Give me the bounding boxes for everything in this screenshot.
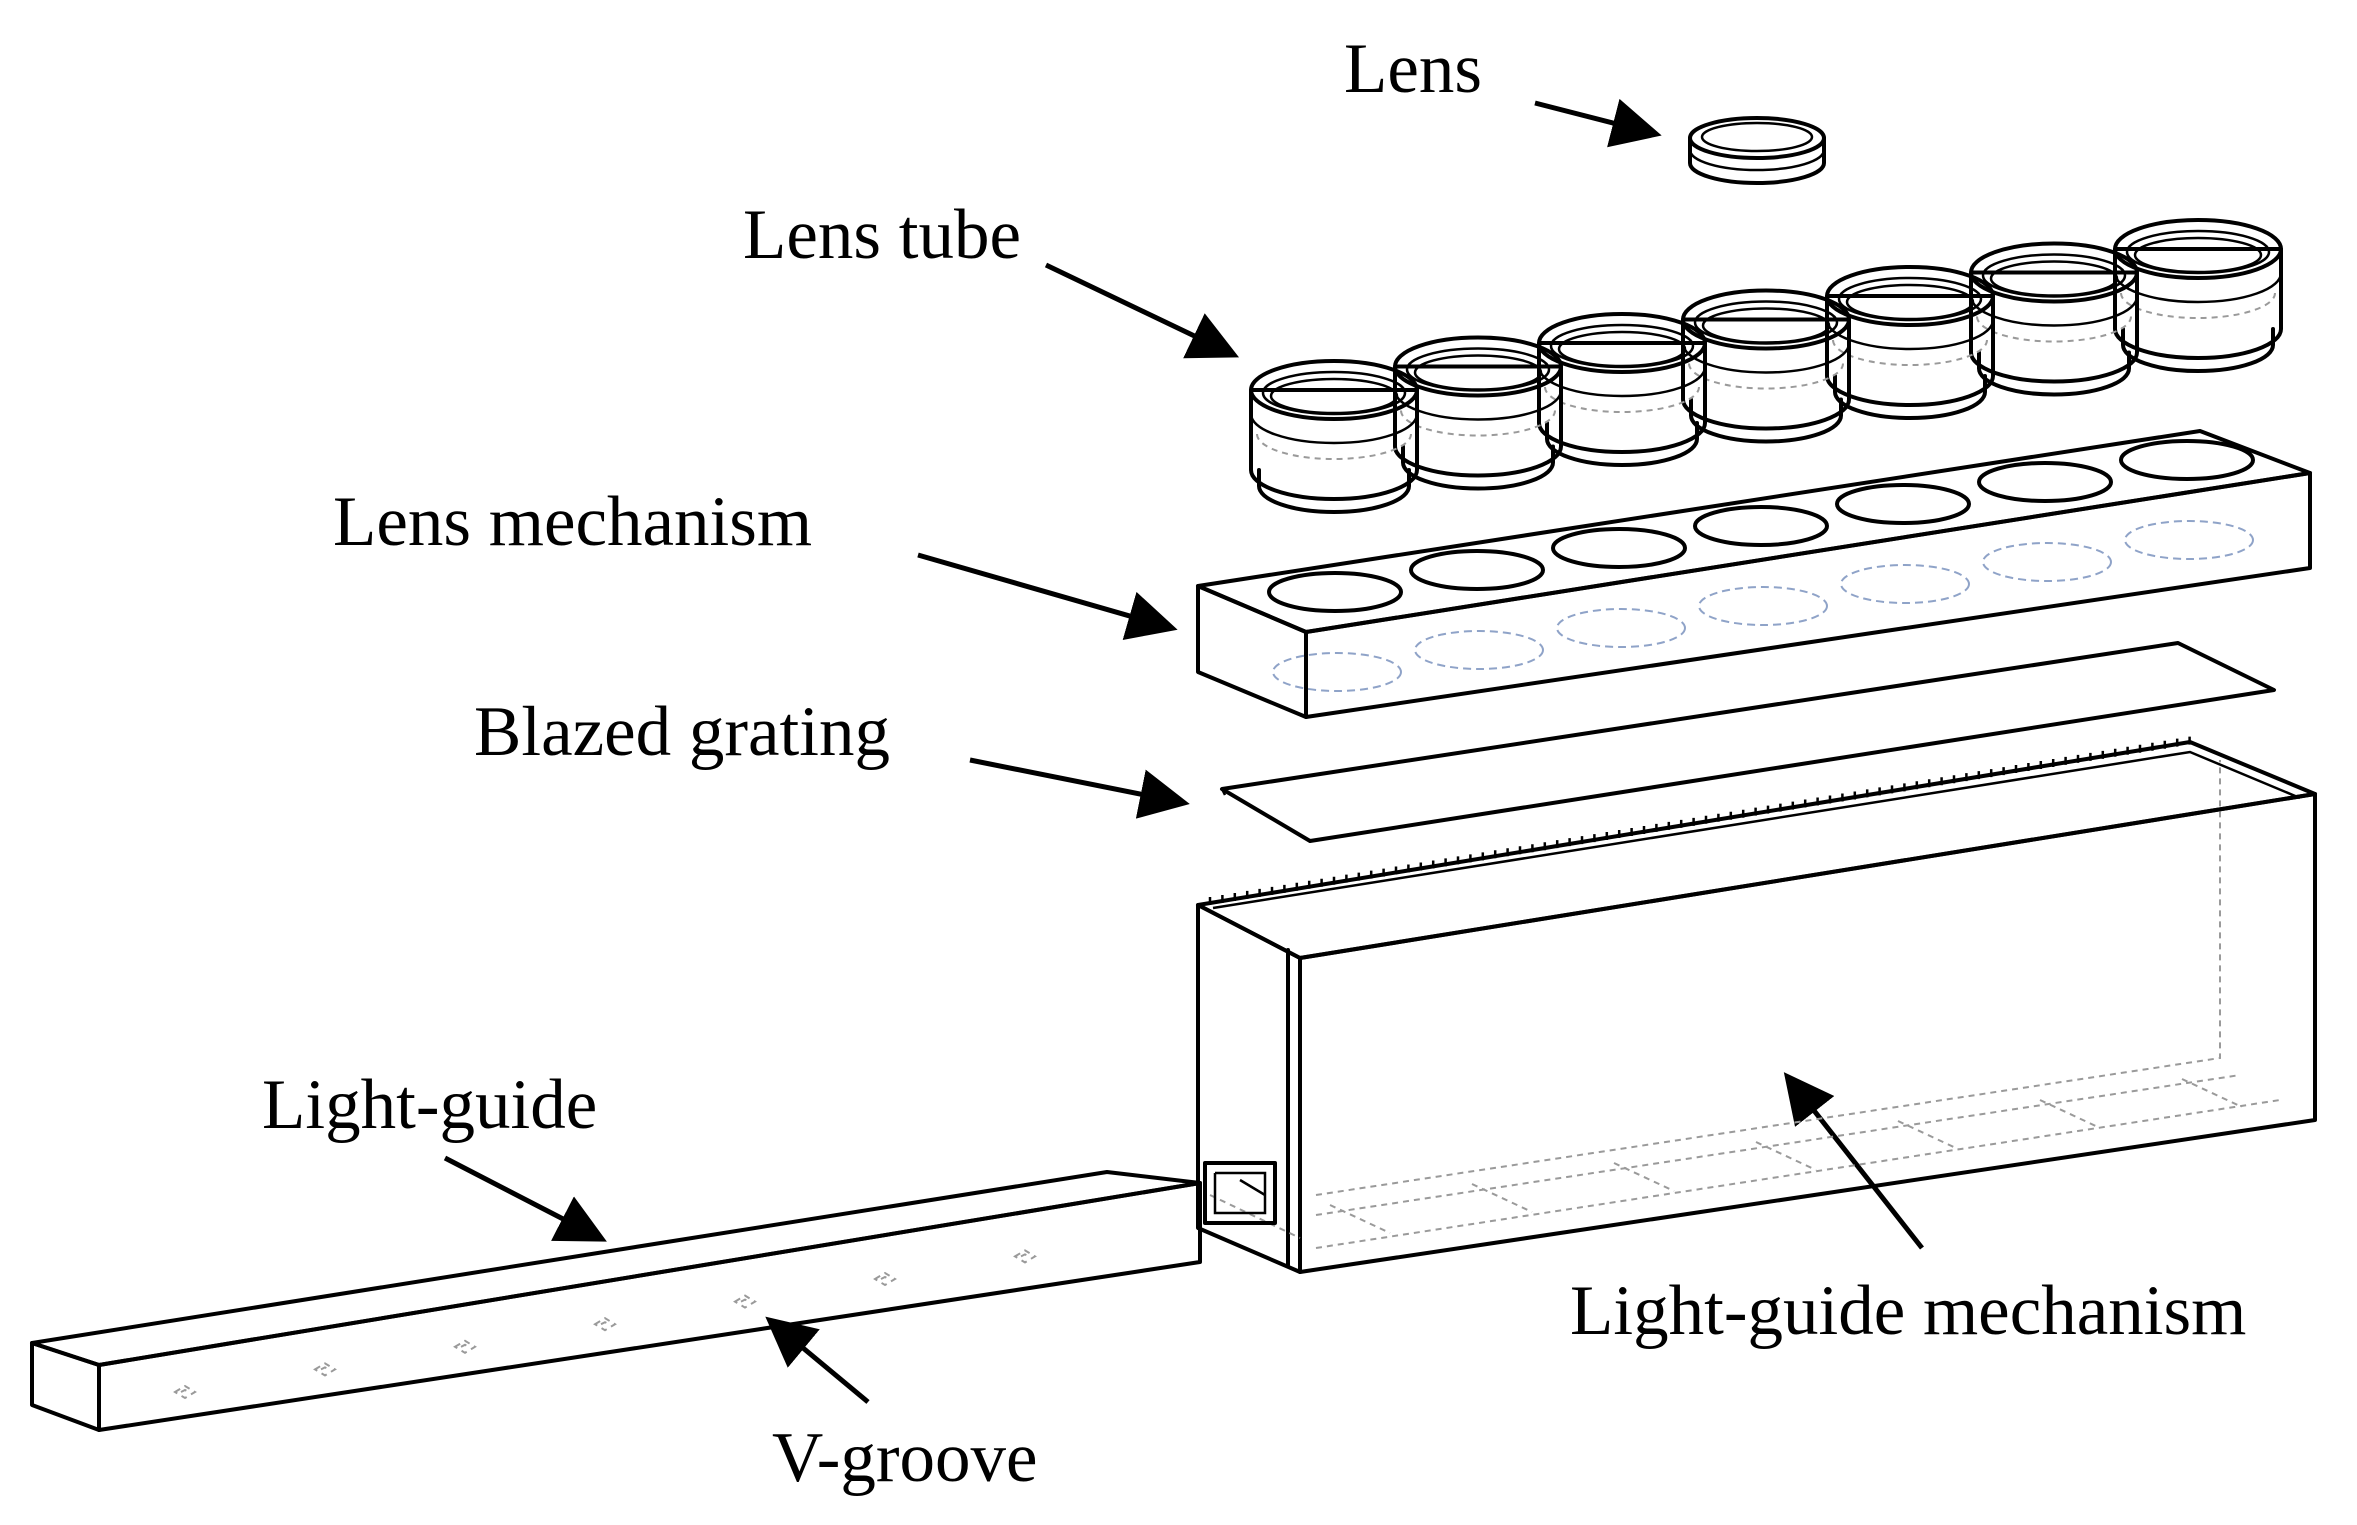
- lens-seat-hole: [1551, 527, 1687, 569]
- lens-tube-cylinder: [1681, 288, 1851, 444]
- v-groove-mark: [593, 1317, 617, 1332]
- lens-tube-cylinder: [1537, 312, 1707, 467]
- label-blazed-grating: Blazed grating: [474, 693, 890, 771]
- v-groove-arrow: [765, 1316, 870, 1404]
- lens-tube-cylinder: [1825, 265, 1995, 420]
- v-groove-mark: [313, 1362, 337, 1377]
- v-groove-mark: [1013, 1249, 1037, 1264]
- lens-icon: [1688, 116, 1826, 185]
- lens-tube-cylinder: [1393, 335, 1563, 491]
- lens-mechanism-arrow: [917, 552, 1178, 640]
- lens-seat-hole: [1409, 549, 1545, 591]
- lens-seat-hole: [1693, 505, 1829, 547]
- blazed-grating-arrow: [969, 757, 1190, 819]
- lens-tube-row: [1249, 218, 2283, 514]
- label-lens-tube: Lens tube: [743, 196, 1021, 274]
- lens-seat-hole: [2119, 439, 2255, 481]
- light-guide-icon: [30, 1170, 1202, 1432]
- label-light-guide-mechanism: Light-guide mechanism: [1570, 1272, 2246, 1350]
- label-lens: Lens: [1344, 30, 1482, 108]
- blazed-grating-icon: [1220, 641, 2276, 843]
- lens-tube-cylinder: [1969, 241, 2139, 397]
- v-groove-mark: [873, 1271, 897, 1287]
- lens-seat-hole: [1835, 483, 1971, 525]
- lens-seat-hole: [1977, 461, 2113, 503]
- lens-mechanism-icon: [1196, 429, 2312, 719]
- light-guide-arrow: [443, 1155, 607, 1242]
- label-light-guide: Light-guide: [262, 1066, 597, 1144]
- lens-seat-hole: [1267, 571, 1403, 613]
- label-v-groove: V-groove: [772, 1419, 1038, 1497]
- label-lens-mechanism: Lens mechanism: [333, 483, 812, 561]
- light-guide-mechanism-icon: [1196, 736, 2317, 1274]
- v-groove-mark: [453, 1339, 477, 1354]
- lens-tube-arrow: [1044, 262, 1240, 359]
- v-groove-mark: [733, 1294, 757, 1309]
- lens-arrow: [1534, 98, 1662, 148]
- lens-tube-cylinder: [1249, 359, 1419, 514]
- lens-tube-cylinder: [2113, 218, 2283, 373]
- v-groove-mark: [173, 1384, 197, 1400]
- light-guide-mechanism-arrow: [1783, 1072, 1924, 1250]
